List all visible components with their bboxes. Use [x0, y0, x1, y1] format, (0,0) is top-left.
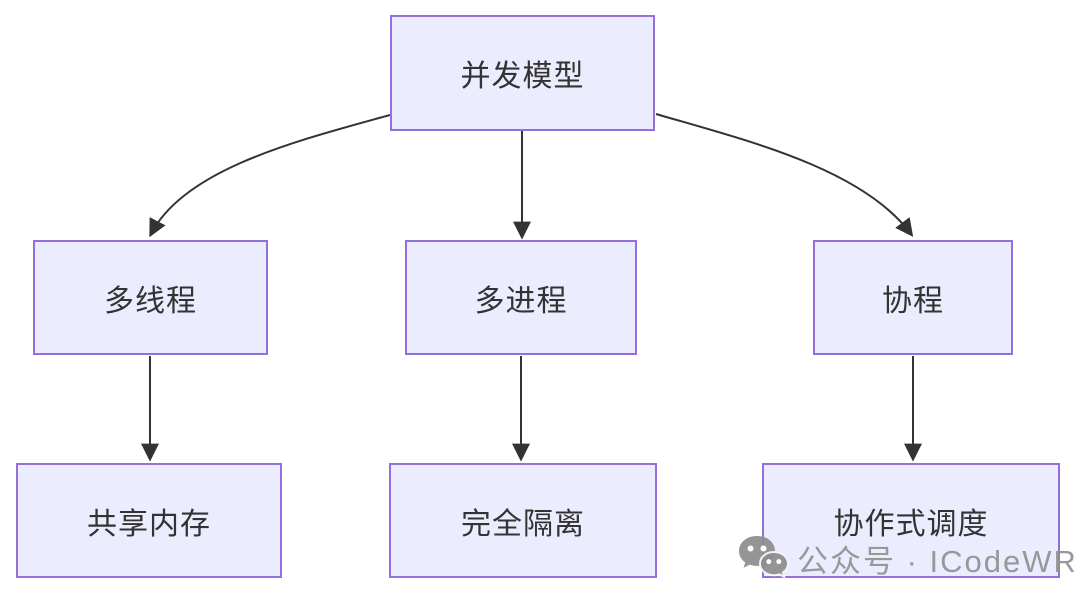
node-multithreading: 多线程	[33, 240, 268, 355]
node-multiprocessing: 多进程	[405, 240, 637, 355]
node-label: 并发模型	[460, 60, 585, 93]
node-coroutine: 协程	[813, 240, 1013, 355]
node-shared-memory: 共享内存	[16, 463, 282, 578]
node-label: 协作式调度	[833, 507, 989, 541]
node-label: 多进程	[474, 284, 568, 318]
node-concurrency-model: 并发模型	[390, 15, 655, 131]
node-full-isolation: 完全隔离	[389, 463, 657, 578]
node-label: 完全隔离	[461, 507, 585, 541]
edge-root-to-coroutine	[655, 113, 914, 237]
node-label: 协程	[882, 284, 944, 318]
node-label: 共享内存	[87, 507, 211, 541]
node-cooperative-scheduling: 协作式调度	[762, 463, 1060, 578]
edge-root-to-thread	[149, 114, 391, 238]
node-label: 多线程	[104, 284, 197, 318]
